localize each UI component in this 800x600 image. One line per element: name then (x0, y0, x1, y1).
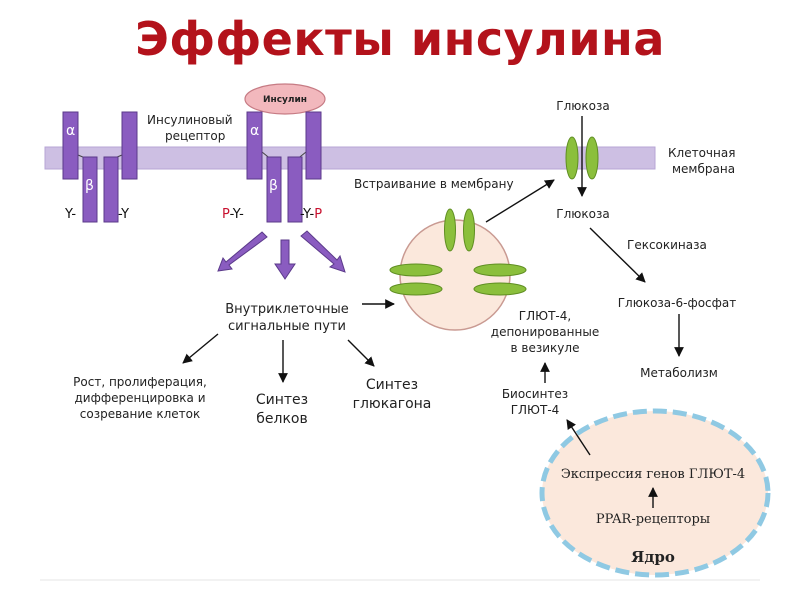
alpha-label-active: α (250, 123, 259, 139)
insertion-arrow (485, 179, 555, 223)
page-title: Эффекты инсулина (135, 12, 665, 66)
glut4-vesicle-label-3: в везикуле (511, 341, 580, 355)
biosynth-label-2: ГЛЮТ-4 (511, 403, 560, 417)
glut4-transporters-vesicle (389, 208, 527, 296)
growth-label-2: дифференцировка и (74, 391, 205, 405)
glut4-vesicle-label-1: ГЛЮТ-4, (519, 309, 571, 323)
insulin-label: Инсулин (263, 95, 307, 105)
hexokinase-arrow (589, 227, 646, 283)
left-Y: Y- (64, 207, 76, 222)
alpha-label: α (66, 123, 75, 139)
metabolism-label: Метаболизм (640, 366, 718, 380)
growth-label-3: созревание клеток (80, 407, 200, 421)
right-Y: -Y (118, 207, 129, 222)
left-PY: -Y- (230, 207, 245, 222)
growth-label-1: Рост, пролиферация, (73, 375, 207, 389)
right-PY: -Y- (300, 207, 315, 222)
receptor-inactive: α β Y- -Y (62, 111, 138, 223)
svg-text:-Y-P: -Y-P (300, 207, 322, 222)
g6p-label: Глюкоза-6-фосфат (618, 296, 737, 310)
svg-text:P-Y-: P-Y- (222, 207, 244, 222)
glut4-vesicle-label-2: депонированные (491, 325, 599, 339)
receptor-label-2: рецептор (165, 129, 225, 143)
glut4-transporter-membrane (565, 136, 599, 180)
pathways-label-1: Внутриклеточные (225, 302, 349, 317)
biosynth-label-1: Биосинтез (502, 387, 568, 401)
gene-expression-label: Экспрессия генов ГЛЮТ-4 (561, 467, 745, 482)
purple-arrows (217, 230, 346, 280)
glucagon-label-1: Синтез (366, 377, 418, 393)
membrane-label-2: мембрана (672, 162, 735, 176)
beta-label: β (85, 178, 94, 194)
cell-membrane (44, 146, 656, 170)
protein-label-1: Синтез (256, 392, 308, 408)
receptor-label-1: Инсулиновый (147, 113, 233, 127)
phospho-left: P (222, 207, 230, 222)
glucose-outside: Глюкоза (556, 99, 609, 113)
beta-label-active: β (269, 178, 278, 194)
receptor-active: α β P-Y- -Y-P (222, 111, 322, 223)
insulin-molecule (244, 83, 326, 115)
nucleus-label: Ядро (631, 548, 675, 566)
phospho-right: P (314, 207, 322, 222)
glucagon-label-2: глюкагона (353, 396, 432, 412)
glucose-inside: Глюкоза (556, 207, 609, 221)
ppar-label: PPAR-рецепторы (596, 512, 710, 527)
membrane-label-1: Клеточная (668, 146, 735, 160)
protein-label-2: белков (256, 411, 307, 427)
hexokinase-label: Гексокиназа (627, 238, 707, 252)
insertion-label: Встраивание в мембрану (354, 177, 514, 191)
nucleus-export-arrow (566, 419, 591, 456)
pathway-arrows (182, 299, 395, 383)
pathways-label-2: сигнальные пути (228, 319, 346, 334)
